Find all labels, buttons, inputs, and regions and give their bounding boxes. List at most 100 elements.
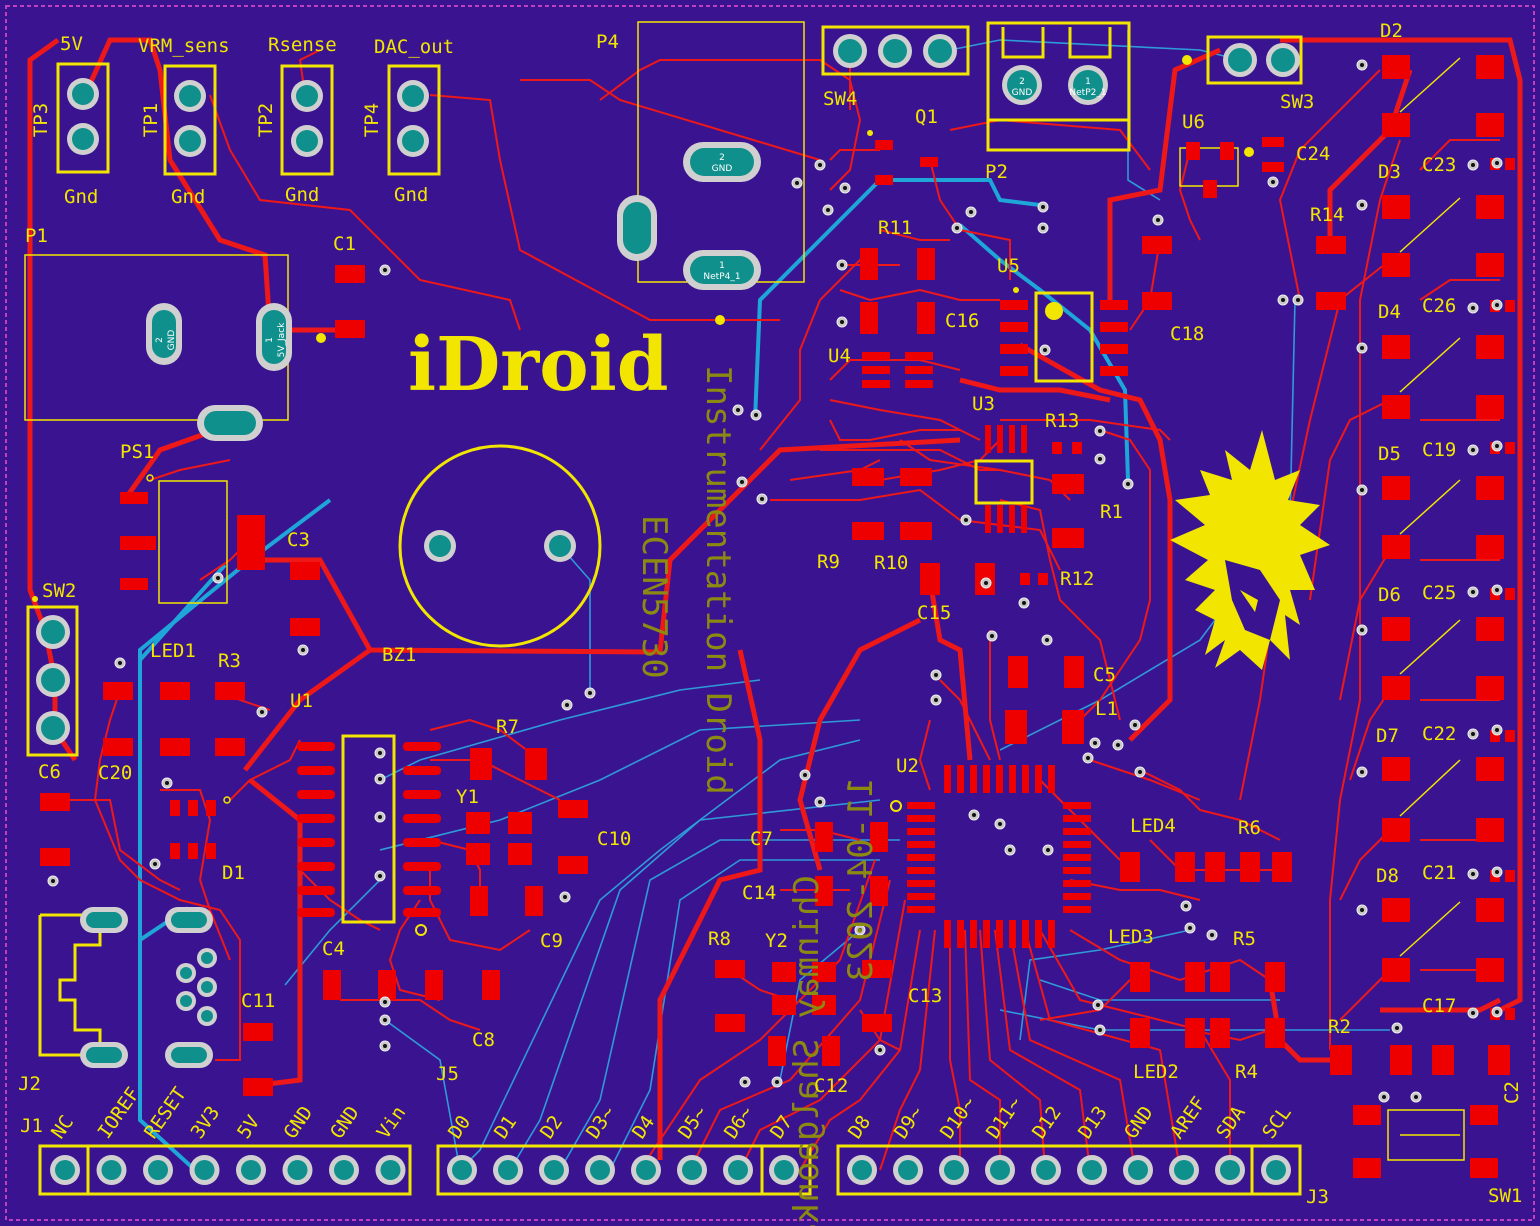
ref-c5: C5 <box>1093 664 1116 686</box>
j1-pin-hole-3 <box>148 1160 168 1180</box>
tp2-net-label: Rsense <box>268 34 337 56</box>
via-hole-11 <box>1041 226 1045 230</box>
tp1-gnd-label: Gnd <box>171 186 205 208</box>
via-hole-78 <box>118 661 122 665</box>
via-hole-45 <box>964 518 968 522</box>
via-hole-47 <box>1022 601 1026 605</box>
j1-pin-hole-4 <box>194 1160 215 1180</box>
via-hole-34 <box>1495 728 1499 732</box>
diode-silk <box>1399 57 1461 957</box>
u3-outline <box>974 459 1034 505</box>
via-hole-12 <box>1156 218 1160 222</box>
ref-c20: C20 <box>98 762 132 784</box>
u2-pads <box>907 765 1091 948</box>
via-hole-5 <box>826 208 830 212</box>
ref-c9: C9 <box>540 930 563 952</box>
j1-outline <box>38 1144 412 1196</box>
via-hole-46 <box>984 581 988 585</box>
ref-d2: D2 <box>1380 20 1403 42</box>
j3-pin-hole-10 <box>1266 1160 1286 1180</box>
via-hole-15 <box>1296 298 1300 302</box>
via-hole-63 <box>858 928 862 932</box>
p1-pad2-net: GND <box>167 330 177 351</box>
ref-r5: R5 <box>1233 928 1256 950</box>
j3-pin-hole-2 <box>898 1160 918 1180</box>
ref-c22: C22 <box>1422 723 1456 745</box>
via-hole-83 <box>383 1018 387 1022</box>
via-hole-75 <box>260 710 264 714</box>
ref-c6: C6 <box>38 761 61 783</box>
via-hole-27 <box>1471 732 1475 736</box>
ref-c1: C1 <box>333 233 356 255</box>
via-hole-3 <box>818 163 822 167</box>
via-hole-62 <box>803 773 807 777</box>
via-hole-51 <box>934 698 938 702</box>
tp4-ref: TP4 <box>361 103 383 137</box>
p4-pad2-number: 2 <box>719 153 725 163</box>
via-hole-64 <box>878 1048 882 1052</box>
via-hole-87 <box>563 895 567 899</box>
j1-pin-hole-7 <box>334 1160 354 1180</box>
ref-d5: D5 <box>1378 443 1401 465</box>
ref-sw2: SW2 <box>42 580 76 602</box>
date-text: 11-04-2023 <box>841 777 881 982</box>
tp2-outline <box>280 64 334 176</box>
ref-sw3: SW3 <box>1280 91 1314 113</box>
ref-j1: J1 <box>20 1115 43 1137</box>
author-text: Chinmay Shalgaonkar <box>787 875 827 1226</box>
j5-pin-hole-2 <box>498 1160 518 1180</box>
ref-c11: C11 <box>241 990 275 1012</box>
ref-c18: C18 <box>1170 323 1204 345</box>
via-hole-71 <box>1395 1026 1399 1030</box>
tp3-gnd-label: Gnd <box>64 186 98 208</box>
ref-j5: J5 <box>436 1063 459 1085</box>
ref-r6: R6 <box>1238 817 1261 839</box>
via-hole-4 <box>843 186 847 190</box>
via-hole-79 <box>153 862 157 866</box>
ref-c25: C25 <box>1422 582 1456 604</box>
via-hole-49 <box>1045 638 1049 642</box>
via-hole-20 <box>1360 628 1364 632</box>
title-text: Instrumentation Droid <box>698 365 738 795</box>
ref-r12: R12 <box>1060 568 1094 590</box>
via-hole-54 <box>1133 723 1137 727</box>
ref-p1: P1 <box>25 225 48 247</box>
ref-c13: C13 <box>908 985 942 1007</box>
ref-u2: U2 <box>896 755 919 777</box>
via-hole-80 <box>165 781 169 785</box>
via-hole-48 <box>990 634 994 638</box>
j5-pin-hole-8 <box>774 1160 794 1180</box>
j1-pin-hole-5 <box>241 1160 261 1180</box>
tp3-outline <box>56 62 110 174</box>
j3-pin-hole-1 <box>852 1160 872 1180</box>
ref-r11: R11 <box>878 217 912 239</box>
via-hole-73 <box>1414 1095 1418 1099</box>
ref-p2: P2 <box>985 161 1008 183</box>
ref-p4: P4 <box>596 31 619 53</box>
via-hole-56 <box>1086 756 1090 760</box>
ref-sw1: SW1 <box>1488 1185 1522 1207</box>
via-hole-91 <box>378 874 382 878</box>
via-hole-67 <box>1184 904 1188 908</box>
via-hole-14 <box>1281 298 1285 302</box>
ref-c24: C24 <box>1296 143 1330 165</box>
ref-u3: U3 <box>972 393 995 415</box>
via-hole-60 <box>1046 848 1050 852</box>
p1-pad1-net: 5V_Jack <box>277 322 287 358</box>
course-text: ECEN5730 <box>634 515 674 679</box>
p1-pad2-number: 2 <box>155 337 165 343</box>
via-hole-52 <box>1093 741 1097 745</box>
via-hole-41 <box>1098 429 1102 433</box>
via-hole-88 <box>378 751 382 755</box>
ref-r14: R14 <box>1310 204 1344 226</box>
j5-pin-hole-1 <box>452 1160 472 1180</box>
via-hole-61 <box>818 800 822 804</box>
ref-led4: LED4 <box>1130 815 1176 837</box>
tp4-gnd-label: Gnd <box>394 184 428 206</box>
via-hole-38 <box>754 413 758 417</box>
ref-r1: R1 <box>1100 501 1123 523</box>
via-hole-66 <box>743 1080 747 1084</box>
via-hole-43 <box>1126 482 1130 486</box>
top-layer-traces <box>27 37 1523 1171</box>
via-hole-50 <box>934 673 938 677</box>
